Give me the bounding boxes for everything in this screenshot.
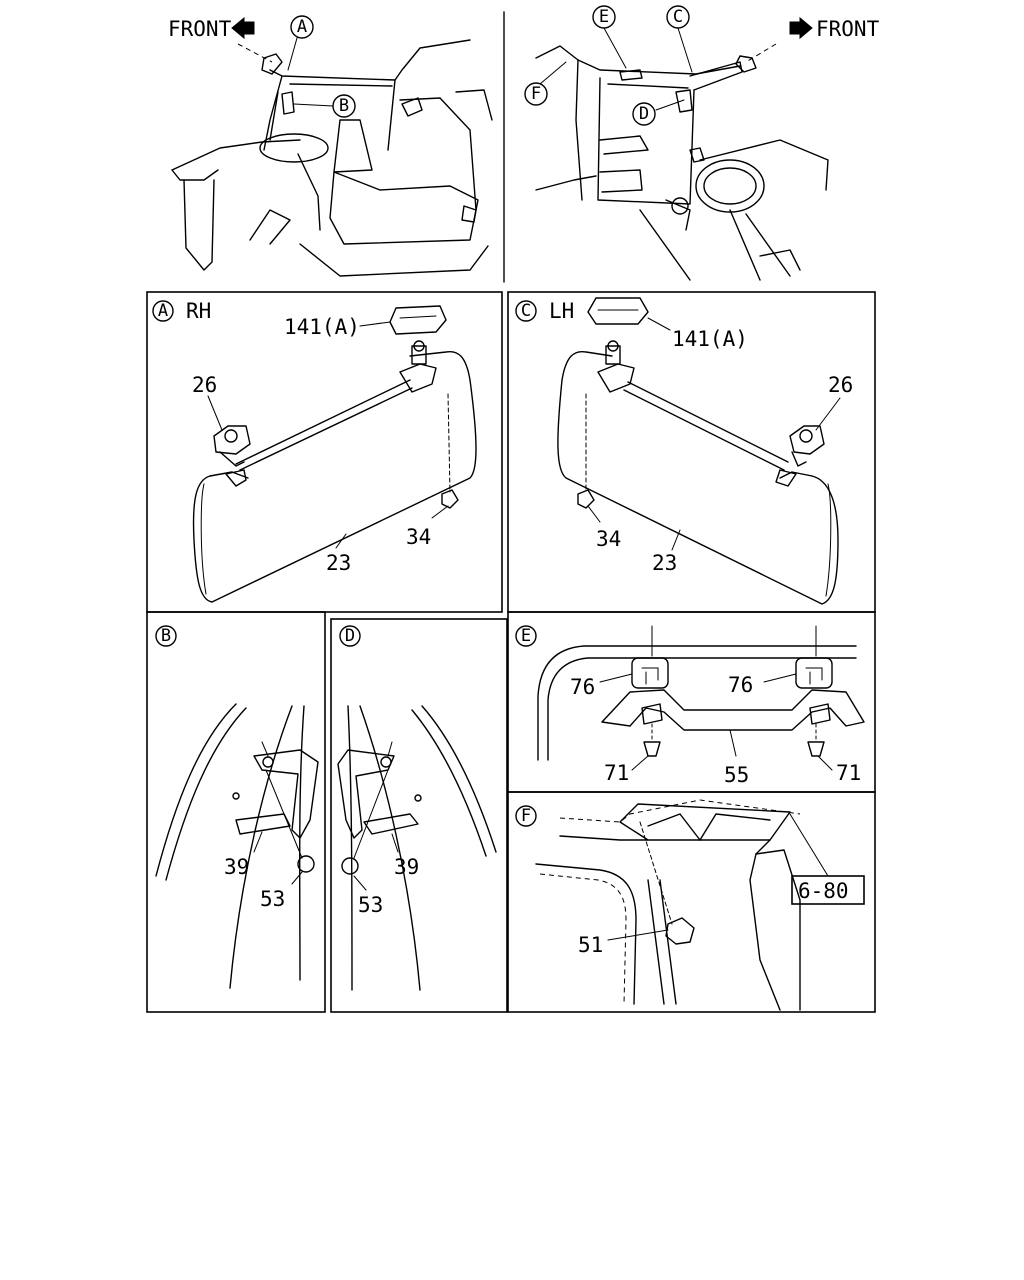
- label-51: 51: [578, 933, 603, 957]
- callout-e-overview: E: [592, 5, 627, 69]
- svg-text:B: B: [339, 96, 349, 116]
- svg-text:E: E: [521, 626, 531, 646]
- panel-e: E 76 76 71 71 55: [507, 611, 876, 793]
- label-6-80: 6-80: [798, 879, 849, 903]
- svg-text:D: D: [345, 626, 355, 646]
- front-arrow-right-icon: [789, 16, 813, 40]
- svg-text:C: C: [521, 301, 531, 321]
- front-label-left: FRONT: [168, 17, 232, 41]
- panel-c-header: C LH: [515, 299, 574, 323]
- svg-text:F: F: [521, 806, 531, 826]
- svg-text:A: A: [158, 301, 168, 321]
- svg-text:A: A: [297, 17, 307, 37]
- overview-left: FRONT A B: [168, 11, 505, 283]
- panel-e-header: E: [515, 625, 537, 647]
- callout-a-overview: A: [287, 15, 314, 71]
- callout-c-overview: C: [666, 5, 693, 73]
- panel-b: B 39 53: [146, 611, 326, 1013]
- front-label-right: FRONT: [816, 17, 880, 41]
- panel-c-side-label: LH: [549, 299, 574, 323]
- label-53-b: 53: [260, 887, 285, 911]
- panel-a-header: A RH: [152, 299, 211, 323]
- overview-right: FRONT E C F D: [524, 5, 880, 281]
- label-71-right: 71: [836, 761, 861, 785]
- label-53-d: 53: [358, 893, 383, 917]
- panel-c: C LH 141(A) 26 34 23: [507, 291, 876, 613]
- panel-a: A RH 141(A) 26 34 23: [146, 291, 503, 613]
- panel-b-header: B: [155, 625, 177, 647]
- visor-rh: [192, 350, 477, 603]
- panel-f-header: F: [515, 805, 537, 827]
- svg-text:C: C: [673, 7, 683, 27]
- panel-f: F 6-80 51: [507, 791, 876, 1013]
- label-71-left: 71: [604, 761, 629, 785]
- label-141a-rh: 141(A): [284, 315, 360, 339]
- label-55: 55: [724, 763, 749, 787]
- label-34-rh: 34: [406, 525, 431, 549]
- svg-text:D: D: [639, 104, 649, 124]
- label-141a-lh: 141(A): [672, 327, 748, 351]
- label-26-lh: 26: [828, 373, 853, 397]
- svg-text:B: B: [161, 626, 171, 646]
- callout-f-overview: F: [524, 61, 567, 106]
- front-arrow-left-icon: [231, 16, 255, 40]
- panel-a-side-label: RH: [186, 299, 211, 323]
- svg-text:F: F: [531, 84, 541, 104]
- label-34-lh: 34: [596, 527, 621, 551]
- panel-d: D 39 53: [330, 618, 508, 1013]
- label-23-lh: 23: [652, 551, 677, 575]
- label-23-rh: 23: [326, 551, 351, 575]
- callout-d-overview: D: [632, 99, 685, 126]
- label-26-rh: 26: [192, 373, 217, 397]
- label-39-d: 39: [394, 855, 419, 879]
- label-76-right: 76: [728, 673, 753, 697]
- visor-lh: [557, 350, 839, 605]
- svg-text:E: E: [599, 7, 609, 27]
- label-39-b: 39: [224, 855, 249, 879]
- label-76-left: 76: [570, 675, 595, 699]
- panel-d-header: D: [339, 625, 361, 647]
- callout-b-overview: B: [293, 94, 356, 118]
